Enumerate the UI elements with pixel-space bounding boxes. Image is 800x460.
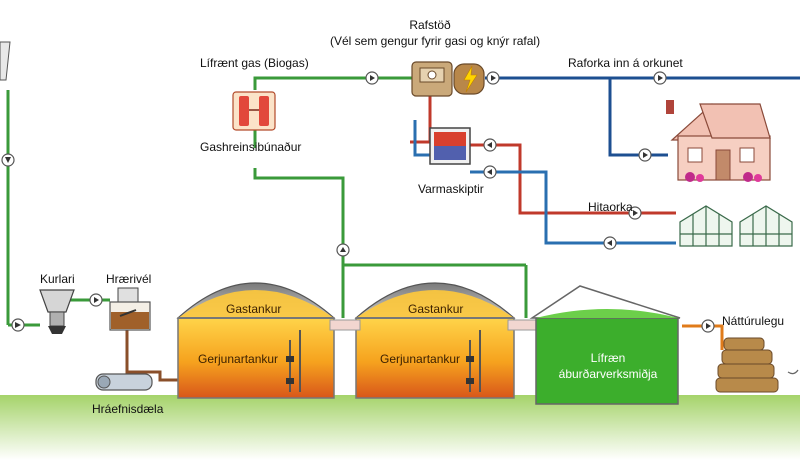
flow-arrow xyxy=(638,148,652,162)
fertilizer-pipe xyxy=(682,324,724,350)
feed-pump-label: Hráefnisdæla xyxy=(92,402,164,416)
gas-tank-2-label: Gastankur xyxy=(408,302,464,316)
crusher-label: Kurlari xyxy=(40,272,75,286)
power-plant-description: (Vél sem gengur fyrir gasi og knýr rafal… xyxy=(330,34,541,48)
gas-cleaning-unit xyxy=(232,91,276,131)
gas-tank-1-label: Gastankur xyxy=(226,302,282,316)
flow-arrow xyxy=(486,71,500,85)
fertilizer-plant xyxy=(529,285,681,405)
digester-1 xyxy=(176,282,336,399)
flow-arrow xyxy=(483,165,497,179)
grid-label: Raforka inn á orkunet xyxy=(568,56,683,70)
heat-energy-label: Hitaorka xyxy=(588,200,633,214)
digester-1-label: Gerjunartankur xyxy=(198,352,279,366)
flow-arrow xyxy=(365,71,379,85)
flow-arrow xyxy=(483,138,497,152)
house xyxy=(666,100,771,182)
flow-arrow xyxy=(89,293,103,307)
flow-arrow xyxy=(336,243,350,257)
power-plant xyxy=(411,61,485,97)
feed-pump xyxy=(95,373,153,391)
left-flow-arrows xyxy=(1,153,25,332)
flow-arrow xyxy=(603,236,617,250)
flow-arrow xyxy=(701,319,715,333)
digester-2 xyxy=(354,282,516,399)
fertilizer-label-line2: áburðarverksmiðja xyxy=(558,367,658,381)
left-edge-structure xyxy=(6,90,40,327)
mixer-label: Hrærivél xyxy=(106,272,152,286)
flow-arrow xyxy=(628,206,642,220)
feed-line xyxy=(125,330,180,382)
mixer xyxy=(109,287,151,331)
greenhouses xyxy=(679,205,793,247)
biogas-label: Lífrænt gas (Biogas) xyxy=(200,56,309,70)
heat-exchanger-label: Varmaskiptir xyxy=(418,182,484,196)
heat-exchanger xyxy=(429,127,471,165)
fertilizer-plant-label: Lífræn áburðarverksmiðja xyxy=(538,350,678,382)
fertilizer-label-line1: Lífræn xyxy=(590,351,626,365)
natural-label: Náttúrulegu xyxy=(722,314,785,328)
flow-arrow xyxy=(653,71,667,85)
power-plant-label: Rafstöð xyxy=(409,18,451,32)
digester-2-label: Gerjunartankur xyxy=(380,352,461,366)
hay-bales xyxy=(715,337,779,393)
ground xyxy=(0,395,800,460)
crusher xyxy=(39,289,75,334)
gas-cleaning-label: Gashreinsibúnaður xyxy=(200,140,302,154)
digester-connectors xyxy=(329,319,539,331)
